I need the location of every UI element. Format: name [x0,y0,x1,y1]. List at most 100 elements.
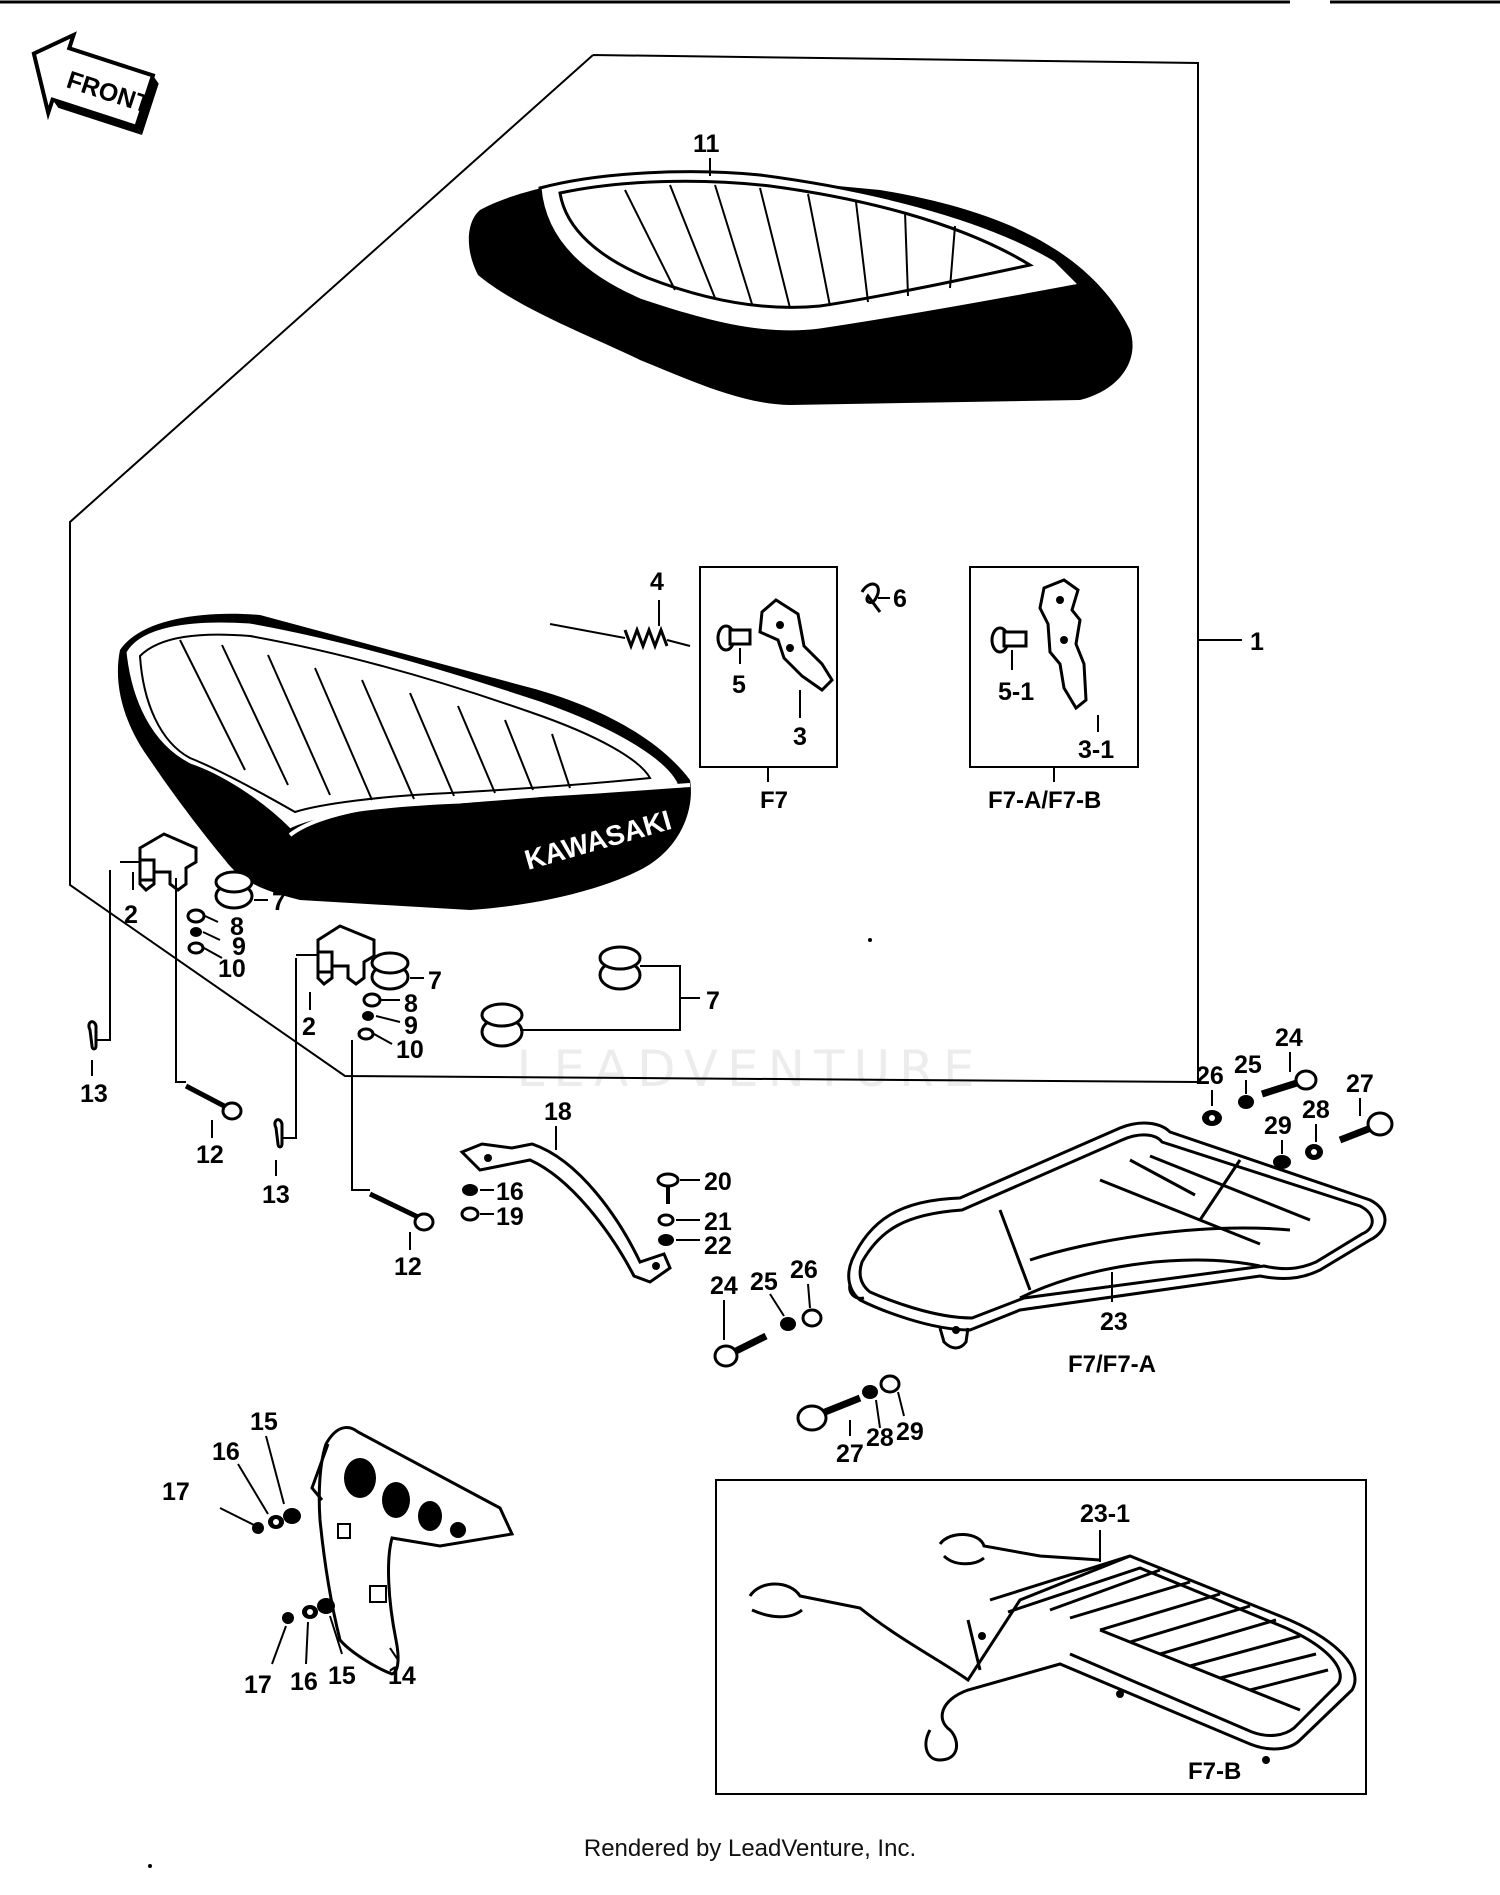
catch-3 [758,598,834,692]
washer-15-lower [317,1598,335,1614]
washer-16-strap [462,1184,478,1196]
seat-11-logo [970,332,1085,373]
cotter-13-left-icon [87,1020,98,1051]
callout-20: 20 [704,1168,732,1196]
callout-19: 19 [496,1203,524,1231]
callout-16-lower: 16 [290,1668,318,1696]
nut-26-upper [1202,1110,1222,1126]
callout-6: 6 [893,585,907,613]
label-f7-f7a: F7/F7-A [1068,1351,1156,1378]
bolt-20 [656,1172,680,1204]
callout-15-upper: 15 [250,1408,278,1436]
washer-9-right [362,1011,374,1021]
callout-3: 3 [793,723,807,751]
front-arrow-icon: FRONT [31,31,159,136]
washer-25-lower [780,1317,796,1331]
box-f7b [715,1479,1367,1795]
label-f7b: F7-B [1188,1758,1241,1785]
label-f7: F7 [760,787,788,814]
callout-13-left: 13 [80,1080,108,1108]
callout-9-left: 9 [232,933,246,961]
washer-29-upper [1273,1155,1291,1169]
damper-7-c-upper [598,945,642,991]
nut-22 [658,1234,674,1246]
callout-28-upper: 28 [1302,1096,1330,1124]
washer-15-upper [283,1508,301,1524]
callout-23: 23 [1100,1308,1128,1336]
callout-8-right: 8 [404,990,418,1018]
callout-21: 21 [704,1208,732,1236]
callout-27-upper: 27 [1346,1070,1374,1098]
callout-5-1: 5-1 [998,678,1034,706]
washer-29-lower [879,1374,901,1394]
guard-14 [310,1426,515,1676]
clip-6-icon [860,582,882,613]
callout-24-lower: 24 [710,1272,738,1300]
callout-24-upper: 24 [1275,1024,1303,1052]
carrier-23 [847,1121,1387,1350]
callout-25-upper: 25 [1234,1051,1262,1079]
bolt-17-upper [219,1507,264,1534]
watermark: LEADVENTURE [516,1040,984,1098]
washer-8-right [362,992,382,1008]
pin-12-right [368,1191,435,1232]
callout-26-lower: 26 [790,1256,818,1284]
bolt-27-lower [796,1394,862,1432]
callout-4: 4 [650,568,664,596]
carrier-23-1 [748,1533,1357,1762]
hinge-2-left [138,832,198,892]
callout-29-upper: 29 [1264,1112,1292,1140]
callout-27-lower: 27 [836,1440,864,1468]
pin-12-left [184,1083,243,1121]
callout-14: 14 [388,1662,416,1690]
washer-21 [657,1213,675,1227]
footer-credit: Rendered by LeadVenture, Inc. [583,1835,917,1862]
spring-4 [549,623,691,651]
catch-3-1 [1038,578,1088,711]
callout-25-lower: 25 [750,1268,778,1296]
pin-5-1 [990,626,1028,654]
callout-28-lower: 28 [866,1424,894,1452]
callout-11: 11 [693,130,720,158]
callout-15-lower: 15 [328,1662,356,1690]
callout-2-left: 2 [124,901,138,929]
callout-17-lower: 17 [244,1671,272,1699]
washer-9-left [190,927,202,937]
callout-3-1: 3-1 [1078,736,1114,764]
callout-17-upper: 17 [162,1478,190,1506]
washer-16-lower [302,1605,318,1619]
nut-10-left [187,941,205,955]
callout-16-strap: 16 [496,1178,524,1206]
callout-9-right: 9 [404,1012,418,1040]
callout-13-right: 13 [262,1181,290,1209]
callout-16-upper: 16 [212,1438,240,1466]
bolt-19-strap [460,1206,480,1222]
cotter-13-right-icon [273,1118,284,1149]
washer-16-upper [268,1515,284,1529]
nut-26-lower [801,1308,823,1328]
callout-18: 18 [544,1098,572,1126]
callout-7-c: 7 [706,987,720,1015]
callout-5: 5 [732,671,746,699]
damper-7-c-lower [480,1002,524,1048]
damper-7-b [370,951,410,991]
callout-22: 22 [704,1232,732,1260]
washer-8-left [186,908,206,924]
callout-12-right: 12 [394,1253,422,1281]
hinge-2-right [316,924,376,986]
callout-2-right: 2 [302,1013,316,1041]
bolt-27-upper [1338,1111,1394,1144]
callout-10-left: 10 [218,955,246,983]
bolt-17-lower [282,1612,294,1624]
damper-7-a [214,870,254,910]
washer-28-upper [1305,1144,1323,1160]
seat-lower: KAWASAKI [117,613,691,910]
assembly-1-outline [69,54,1199,1084]
washer-28-lower [862,1385,878,1399]
strap-18 [459,1142,672,1284]
callout-7-a: 7 [272,888,286,916]
callout-29-lower: 29 [896,1418,924,1446]
bolt-24-lower [713,1332,768,1368]
nut-10-right [357,1027,375,1041]
